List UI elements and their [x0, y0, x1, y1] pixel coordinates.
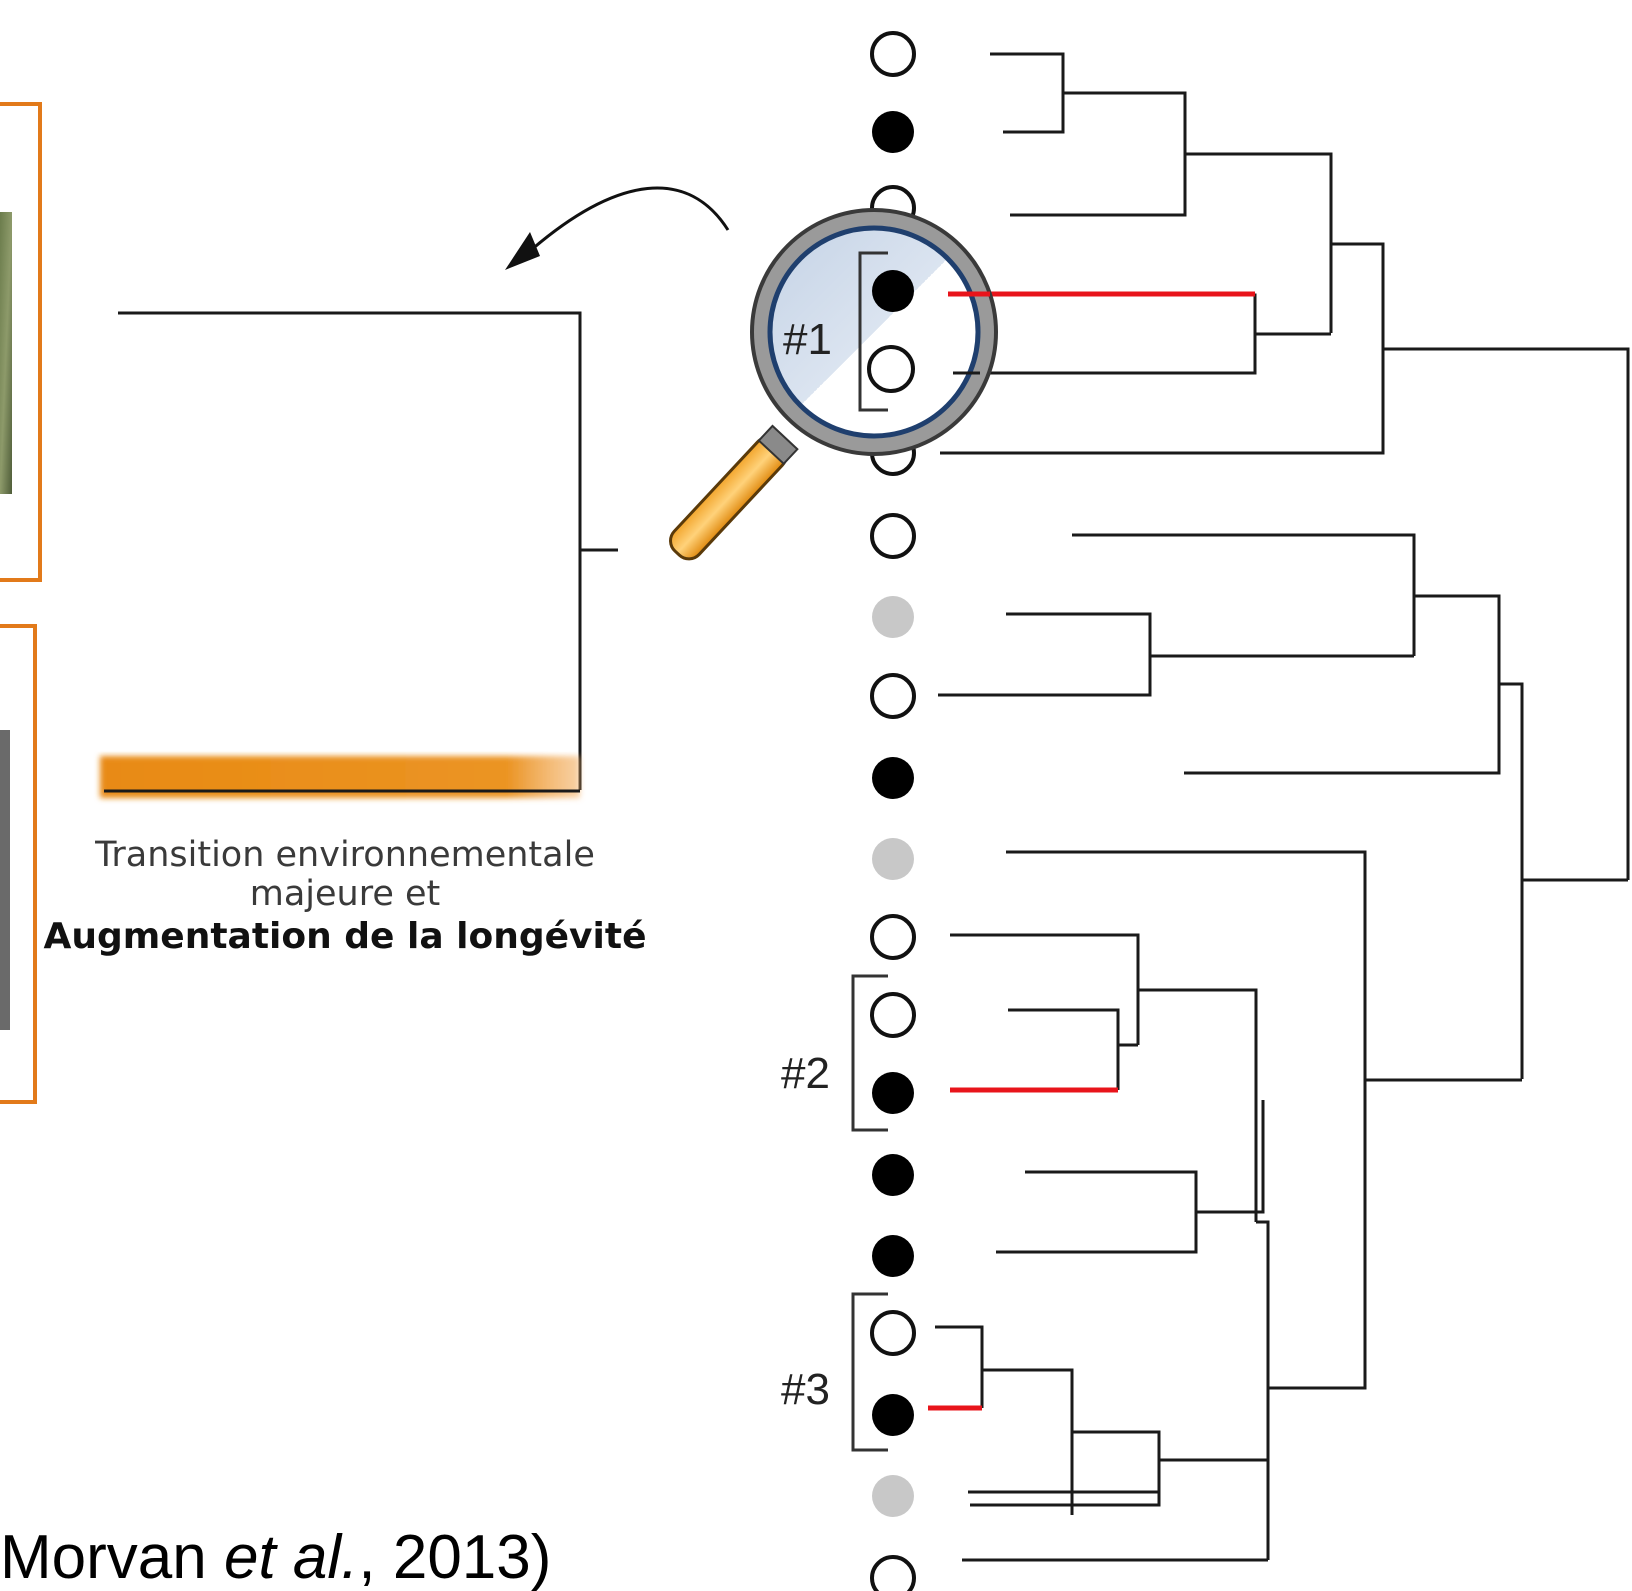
transition-band	[100, 756, 580, 798]
tip-black-2	[872, 111, 914, 153]
caption-line-1: Transition environnementale	[94, 835, 595, 875]
clade-label-1: #1	[783, 315, 832, 364]
tip-gray-8	[872, 596, 914, 638]
tip-white-13	[870, 992, 916, 1038]
magnifier-icon: #1	[669, 208, 998, 561]
citation: Morvan et al., 2013)	[0, 1523, 551, 1591]
tip-white-7	[870, 513, 916, 559]
zoomed-clade-tree	[118, 311, 618, 790]
tip-black-16	[872, 1235, 914, 1277]
transition-caption: Transition environnementale majeure et A…	[44, 835, 647, 957]
tip-gray-19	[872, 1475, 914, 1517]
tip-white-20	[870, 1555, 916, 1591]
magnifier-handle	[669, 424, 799, 561]
tip-black-18	[872, 1394, 914, 1436]
highlighted-branches	[928, 291, 1255, 1411]
tip-white-9	[870, 673, 916, 719]
clade-label-2: #2	[781, 1049, 830, 1098]
tip-markers	[870, 31, 916, 1591]
clade-label-3: #3	[781, 1365, 830, 1414]
caption-line-3: Augmentation de la longévité	[44, 916, 647, 957]
tip-black-14	[872, 1072, 914, 1114]
tip-gray-11	[872, 838, 914, 880]
photo-panel-top	[0, 102, 42, 582]
tip-black-15	[872, 1154, 914, 1196]
curved-arrow	[505, 186, 730, 270]
caption-line-2: majeure et	[250, 874, 441, 914]
tip-white-1	[870, 31, 916, 77]
tip-black-10	[872, 757, 914, 799]
tip-white-17	[870, 1310, 916, 1356]
photo-panel-bottom	[0, 624, 37, 1104]
tip-white-12	[870, 914, 916, 960]
phylogenetic-tree	[935, 52, 1630, 1562]
